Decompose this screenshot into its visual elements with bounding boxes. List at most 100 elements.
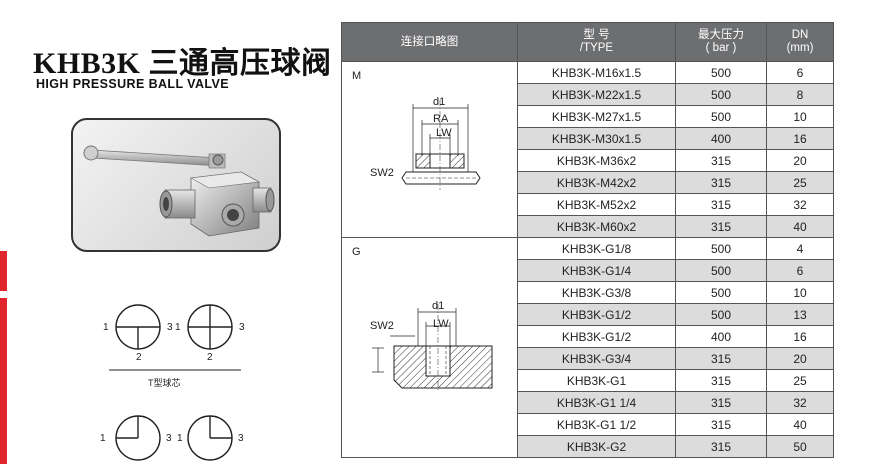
dn-cell: 32 (766, 193, 834, 216)
pressure-cell: 500 (675, 259, 767, 282)
pressure-cell: 315 (675, 413, 767, 436)
l-port-symbol-right (187, 415, 233, 461)
header-type: 型 号/TYPE (517, 22, 676, 62)
pressure-cell: 400 (675, 325, 767, 348)
pressure-cell: 315 (675, 149, 767, 172)
pressure-cell: 500 (675, 105, 767, 128)
g-label-sw2: SW2 (370, 320, 394, 332)
port-label-1-right: 1 (175, 322, 181, 333)
dn-cell: 50 (766, 435, 834, 458)
type-cell: KHB3K-M27x1.5 (517, 105, 676, 128)
port-label-3-left: 3 (167, 322, 173, 333)
pressure-cell: 500 (675, 237, 767, 260)
g-label-lw: LW (433, 318, 449, 330)
port-label-3-lower-left: 3 (166, 433, 172, 444)
type-cell: KHB3K-M30x1.5 (517, 127, 676, 150)
type-cell: KHB3K-M16x1.5 (517, 61, 676, 84)
thread-group-label: M (352, 70, 362, 82)
dn-cell: 16 (766, 127, 834, 150)
dn-cell: 10 (766, 105, 834, 128)
port-label-1-lower-right: 1 (177, 433, 183, 444)
g-thread-drawing (372, 304, 493, 392)
type-cell: KHB3K-M60x2 (517, 215, 676, 238)
m-label-lw: LW (436, 127, 452, 139)
pressure-cell: 500 (675, 303, 767, 326)
type-cell: KHB3K-G2 (517, 435, 676, 458)
t-port-symbol-left (115, 304, 161, 350)
port-label-1-lower-left: 1 (100, 433, 106, 444)
dn-cell: 25 (766, 369, 834, 392)
port-label-2-left: 2 (136, 352, 142, 363)
dn-cell: 25 (766, 171, 834, 194)
dn-cell: 6 (766, 61, 834, 84)
product-photo (71, 118, 281, 252)
port-label-3-right: 3 (239, 322, 245, 333)
dn-cell: 32 (766, 391, 834, 414)
type-cell: KHB3K-M42x2 (517, 171, 676, 194)
red-side-marker-bottom (0, 298, 7, 464)
header-dn: DN(mm) (766, 22, 834, 62)
port-label-3-lower-right: 3 (238, 433, 244, 444)
header-dn-line1: DN (791, 29, 809, 41)
dn-cell: 4 (766, 237, 834, 260)
header-pressure: 最大压力( bar ) (675, 22, 767, 62)
dn-cell: 10 (766, 281, 834, 304)
l-port-symbol-left (115, 415, 161, 461)
m-label-d1: d1 (433, 96, 446, 108)
connection-diagram-cell: M (341, 61, 518, 238)
pressure-cell: 315 (675, 369, 767, 392)
pressure-cell: 500 (675, 83, 767, 106)
header-type-line2: /TYPE (579, 42, 614, 54)
header-dn-line2: (mm) (786, 42, 814, 54)
dn-cell: 13 (766, 303, 834, 326)
t-port-symbol-right (187, 304, 233, 350)
pressure-cell: 400 (675, 127, 767, 150)
type-cell: KHB3K-G1 1/4 (517, 391, 676, 414)
type-cell: KHB3K-G3/8 (517, 281, 676, 304)
table-header-row: 连接口略图 型 号/TYPE 最大压力( bar ) DN(mm) (341, 22, 834, 62)
dn-cell: 8 (766, 83, 834, 106)
g-label-d1: d1 (432, 300, 445, 312)
dn-cell: 6 (766, 259, 834, 282)
port-label-2-right: 2 (207, 352, 213, 363)
type-cell: KHB3K-G1/2 (517, 303, 676, 326)
pressure-cell: 500 (675, 281, 767, 304)
type-cell: KHB3K-G3/4 (517, 347, 676, 370)
dn-cell: 16 (766, 325, 834, 348)
dn-cell: 40 (766, 413, 834, 436)
pressure-cell: 315 (675, 435, 767, 458)
header-pressure-line1: 最大压力 (698, 29, 744, 41)
red-side-marker-top (0, 251, 7, 291)
type-cell: KHB3K-M36x2 (517, 149, 676, 172)
pressure-cell: 315 (675, 391, 767, 414)
header-pressure-line2: ( bar ) (705, 42, 737, 54)
header-connection: 连接口略图 (341, 22, 518, 62)
type-cell: KHB3K-G1 (517, 369, 676, 392)
t-type-flow-diagram (109, 304, 241, 371)
pressure-cell: 315 (675, 171, 767, 194)
type-cell: KHB3K-G1 1/2 (517, 413, 676, 436)
m-label-sw2: SW2 (370, 167, 394, 179)
type-cell: KHB3K-G1/2 (517, 325, 676, 348)
page-subtitle: HIGH PRESSURE BALL VALVE (36, 77, 229, 91)
ball-valve-image (83, 145, 275, 237)
thread-group-label: G (352, 246, 361, 258)
header-connection-label: 连接口略图 (400, 35, 459, 48)
dn-cell: 20 (766, 347, 834, 370)
pressure-cell: 315 (675, 215, 767, 238)
dn-cell: 20 (766, 149, 834, 172)
